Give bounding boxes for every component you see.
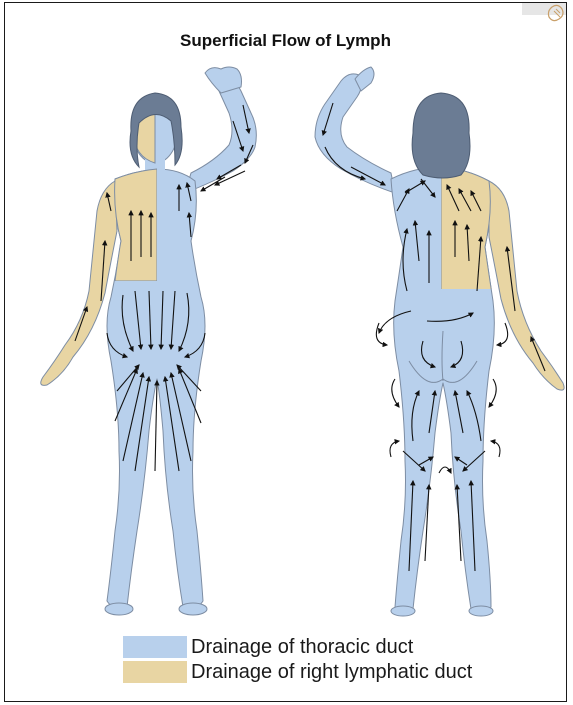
front-left-foot xyxy=(105,603,133,615)
legend-swatch-right-lymphatic xyxy=(123,661,187,683)
legend-item-right-lymphatic: Drainage of right lymphatic duct xyxy=(123,659,472,684)
legend: Drainage of thoracic duct Drainage of ri… xyxy=(123,634,472,684)
front-right-foot xyxy=(179,603,207,615)
lymph-flow-illustration xyxy=(15,61,568,621)
back-hair xyxy=(412,93,470,178)
corner-logo-icon xyxy=(522,3,566,29)
front-raised-arm xyxy=(185,77,256,193)
legend-label-right-lymphatic: Drainage of right lymphatic duct xyxy=(187,661,472,683)
back-hanging-arm xyxy=(489,181,564,390)
back-left-foot xyxy=(391,606,415,616)
front-hanging-arm xyxy=(41,181,117,385)
legend-swatch-thoracic xyxy=(123,636,187,658)
legend-item-thoracic: Drainage of thoracic duct xyxy=(123,634,472,659)
figure-frame: Superficial Flow of Lymph xyxy=(4,2,567,702)
back-right-foot xyxy=(469,606,493,616)
figure-title: Superficial Flow of Lymph xyxy=(5,31,566,51)
legend-label-thoracic: Drainage of thoracic duct xyxy=(187,636,413,658)
